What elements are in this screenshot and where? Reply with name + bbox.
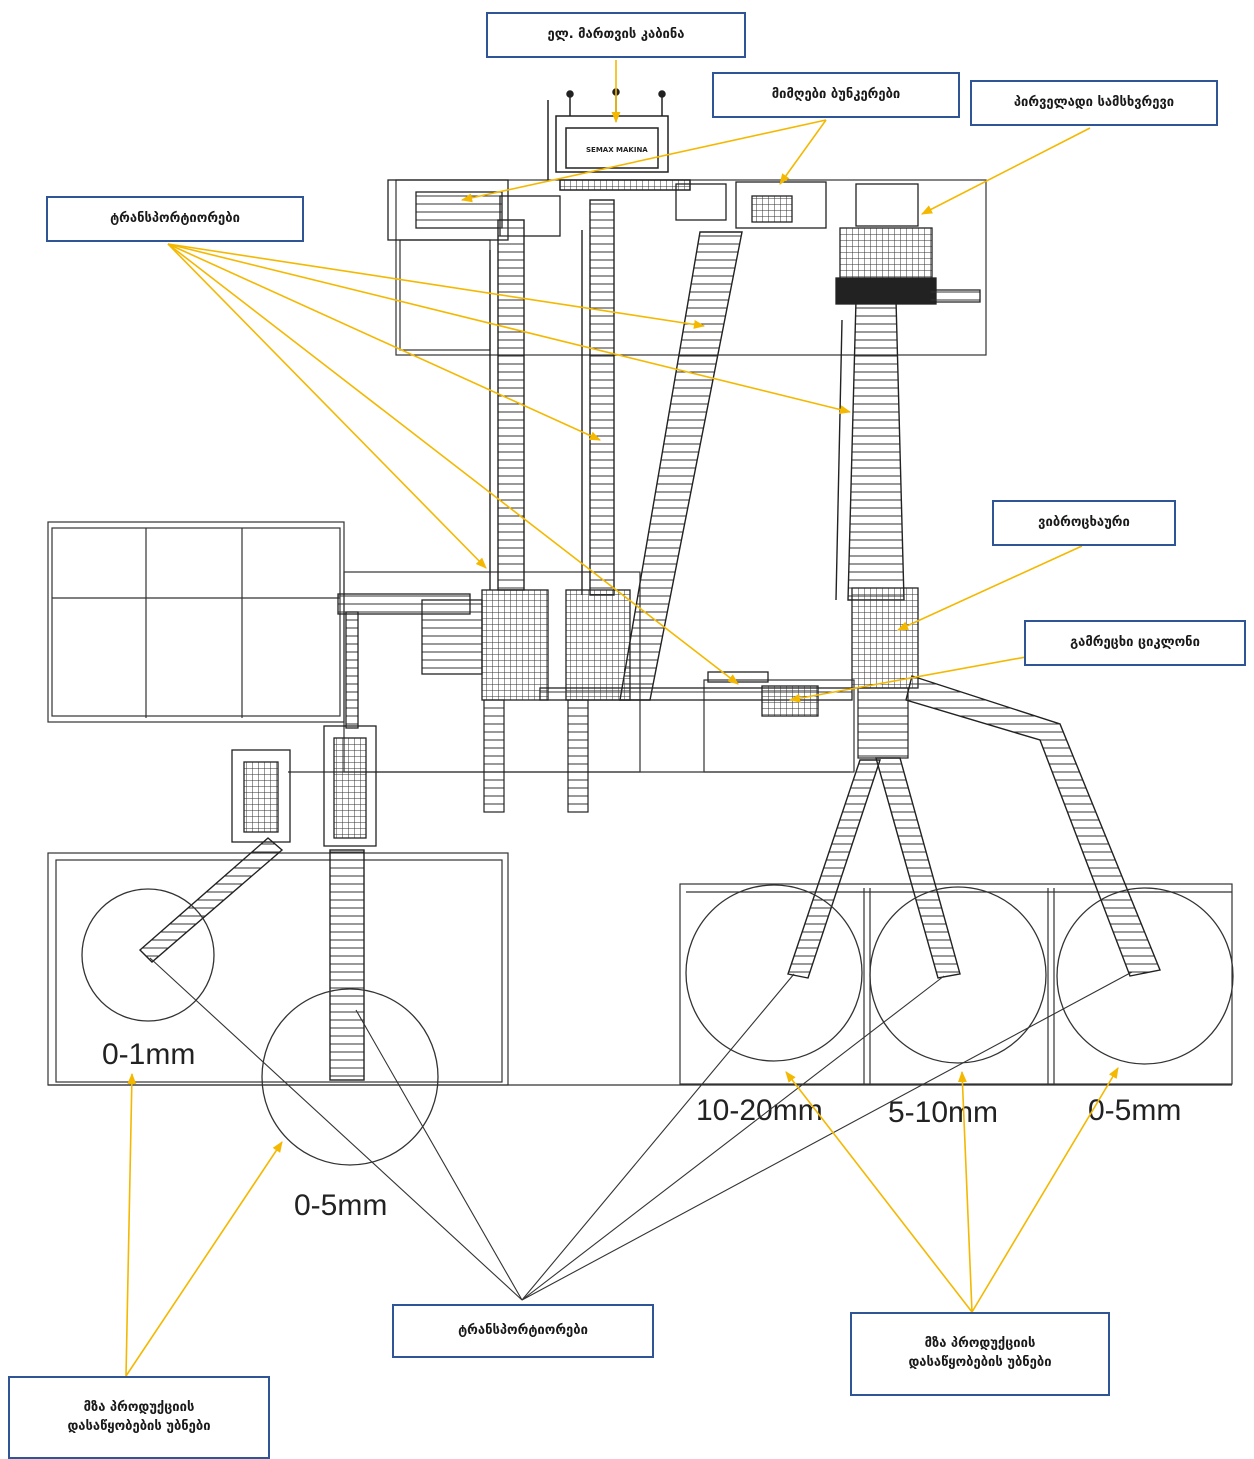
pile-label-10-20mm: 10-20mm <box>696 1094 823 1127</box>
conveyor-belts <box>489 199 905 701</box>
pile-labels: 0-1mm 0-5mm 10-20mm 5-10mm 0-5mm <box>102 1038 1181 1222</box>
callout-conveyors-bottom: ტრანსპორტიორები <box>392 1304 654 1358</box>
callout-storage-bins-right: მზა პროდუქციის დასაწყობების უბნები <box>850 1312 1110 1396</box>
pile-0-1mm <box>81 888 215 1022</box>
callout-arrows <box>125 60 1119 1377</box>
pile-label-5-10mm: 5-10mm <box>888 1096 998 1129</box>
pile-label-0-1mm: 0-1mm <box>102 1038 195 1071</box>
pile-5-10mm <box>869 886 1047 1064</box>
left-crushing-unit <box>231 611 377 847</box>
callout-vibro-screen: ვიბროცხაური <box>992 500 1176 546</box>
callout-control-cabin: ელ. მართვის კაბინა <box>486 12 746 58</box>
callout-conveyors-top: ტრანსპორტიორები <box>46 196 304 242</box>
control-cabin <box>547 88 691 191</box>
callout-dust-cyclone: გამრეცხი ციკლონი <box>1024 620 1246 666</box>
callout-storage-bins-left: მზა პროდუქციის დასაწყობების უბნები <box>8 1376 270 1459</box>
cabin-sign: SEMAX MAKINA <box>586 146 648 154</box>
pile-0-5mm-left <box>261 988 439 1166</box>
primary-crusher <box>835 183 981 305</box>
stacker-conveyors <box>138 675 1161 1081</box>
vibro-screens <box>337 587 919 701</box>
discharge-chutes <box>483 687 909 813</box>
callout-primary-crusher: პირველადი სამსხვრევი <box>970 80 1218 126</box>
building-outlines <box>47 179 1233 1086</box>
pile-label-0-5mm-right: 0-5mm <box>1088 1094 1181 1127</box>
callout-receiving-bunkers: მიმღები ბუნკერები <box>712 72 960 118</box>
bottom-conveyor-pointers <box>149 957 1133 1301</box>
stockpiles <box>81 884 1234 1166</box>
pile-label-0-5mm-left: 0-5mm <box>294 1189 387 1222</box>
pile-10-20mm <box>685 884 863 1062</box>
receiving-bunkers <box>387 179 827 241</box>
pile-0-5mm-right <box>1056 887 1234 1065</box>
